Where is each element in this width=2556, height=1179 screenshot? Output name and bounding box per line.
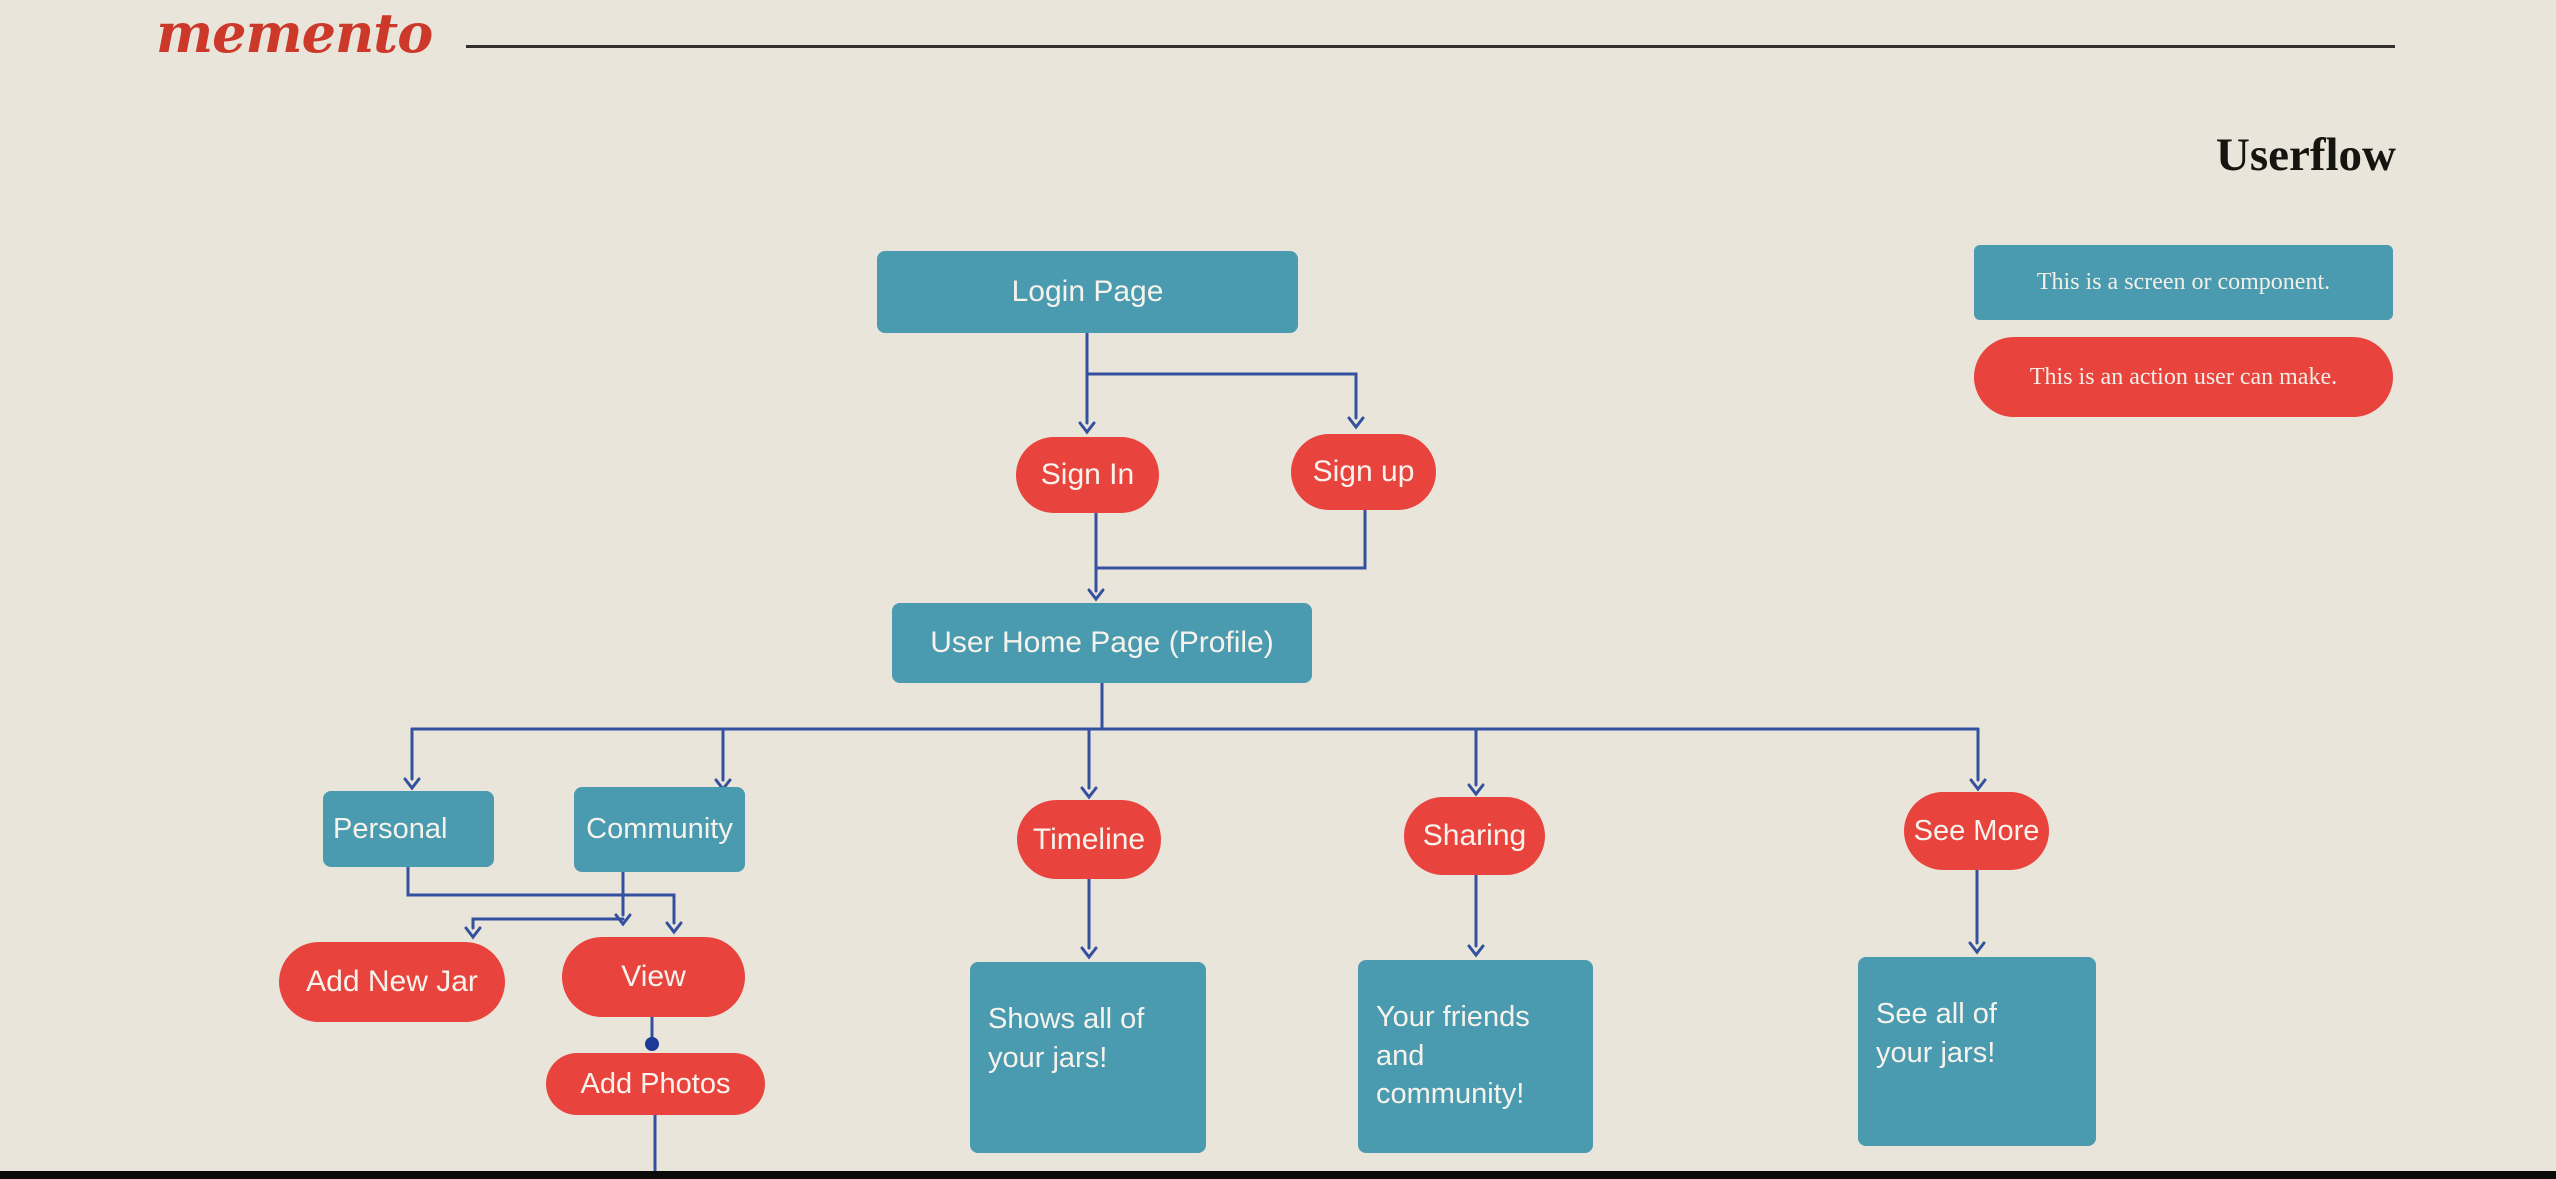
node-sharing-description: Your friends and community! bbox=[1358, 960, 1593, 1153]
node-see-more-description: See all of your jars! bbox=[1858, 957, 2096, 1146]
brand-logo: memento bbox=[156, 1, 433, 65]
bottom-edge-bar bbox=[0, 1171, 2556, 1179]
node-sign-in: Sign In bbox=[1016, 437, 1159, 513]
node-timeline-description: Shows all of your jars! bbox=[970, 962, 1206, 1153]
header-divider bbox=[466, 45, 2395, 48]
node-user-home-page: User Home Page (Profile) bbox=[892, 603, 1312, 683]
node-see-more: See More bbox=[1904, 792, 2049, 870]
page-title: Userflow bbox=[2215, 129, 2396, 181]
node-sharing: Sharing bbox=[1404, 797, 1545, 875]
node-login-page: Login Page bbox=[877, 251, 1298, 333]
node-view: View bbox=[562, 937, 745, 1017]
legend-screen-key: This is a screen or component. bbox=[1974, 245, 2393, 320]
node-sign-up: Sign up bbox=[1291, 434, 1436, 510]
legend-action-key: This is an action user can make. bbox=[1974, 337, 2393, 417]
node-add-photos: Add Photos bbox=[546, 1053, 765, 1115]
connector-dot bbox=[645, 1037, 659, 1051]
node-timeline: Timeline bbox=[1017, 800, 1161, 879]
node-add-new-jar: Add New Jar bbox=[279, 942, 505, 1022]
node-community: Community bbox=[574, 787, 745, 872]
node-personal: Personal bbox=[323, 791, 494, 867]
